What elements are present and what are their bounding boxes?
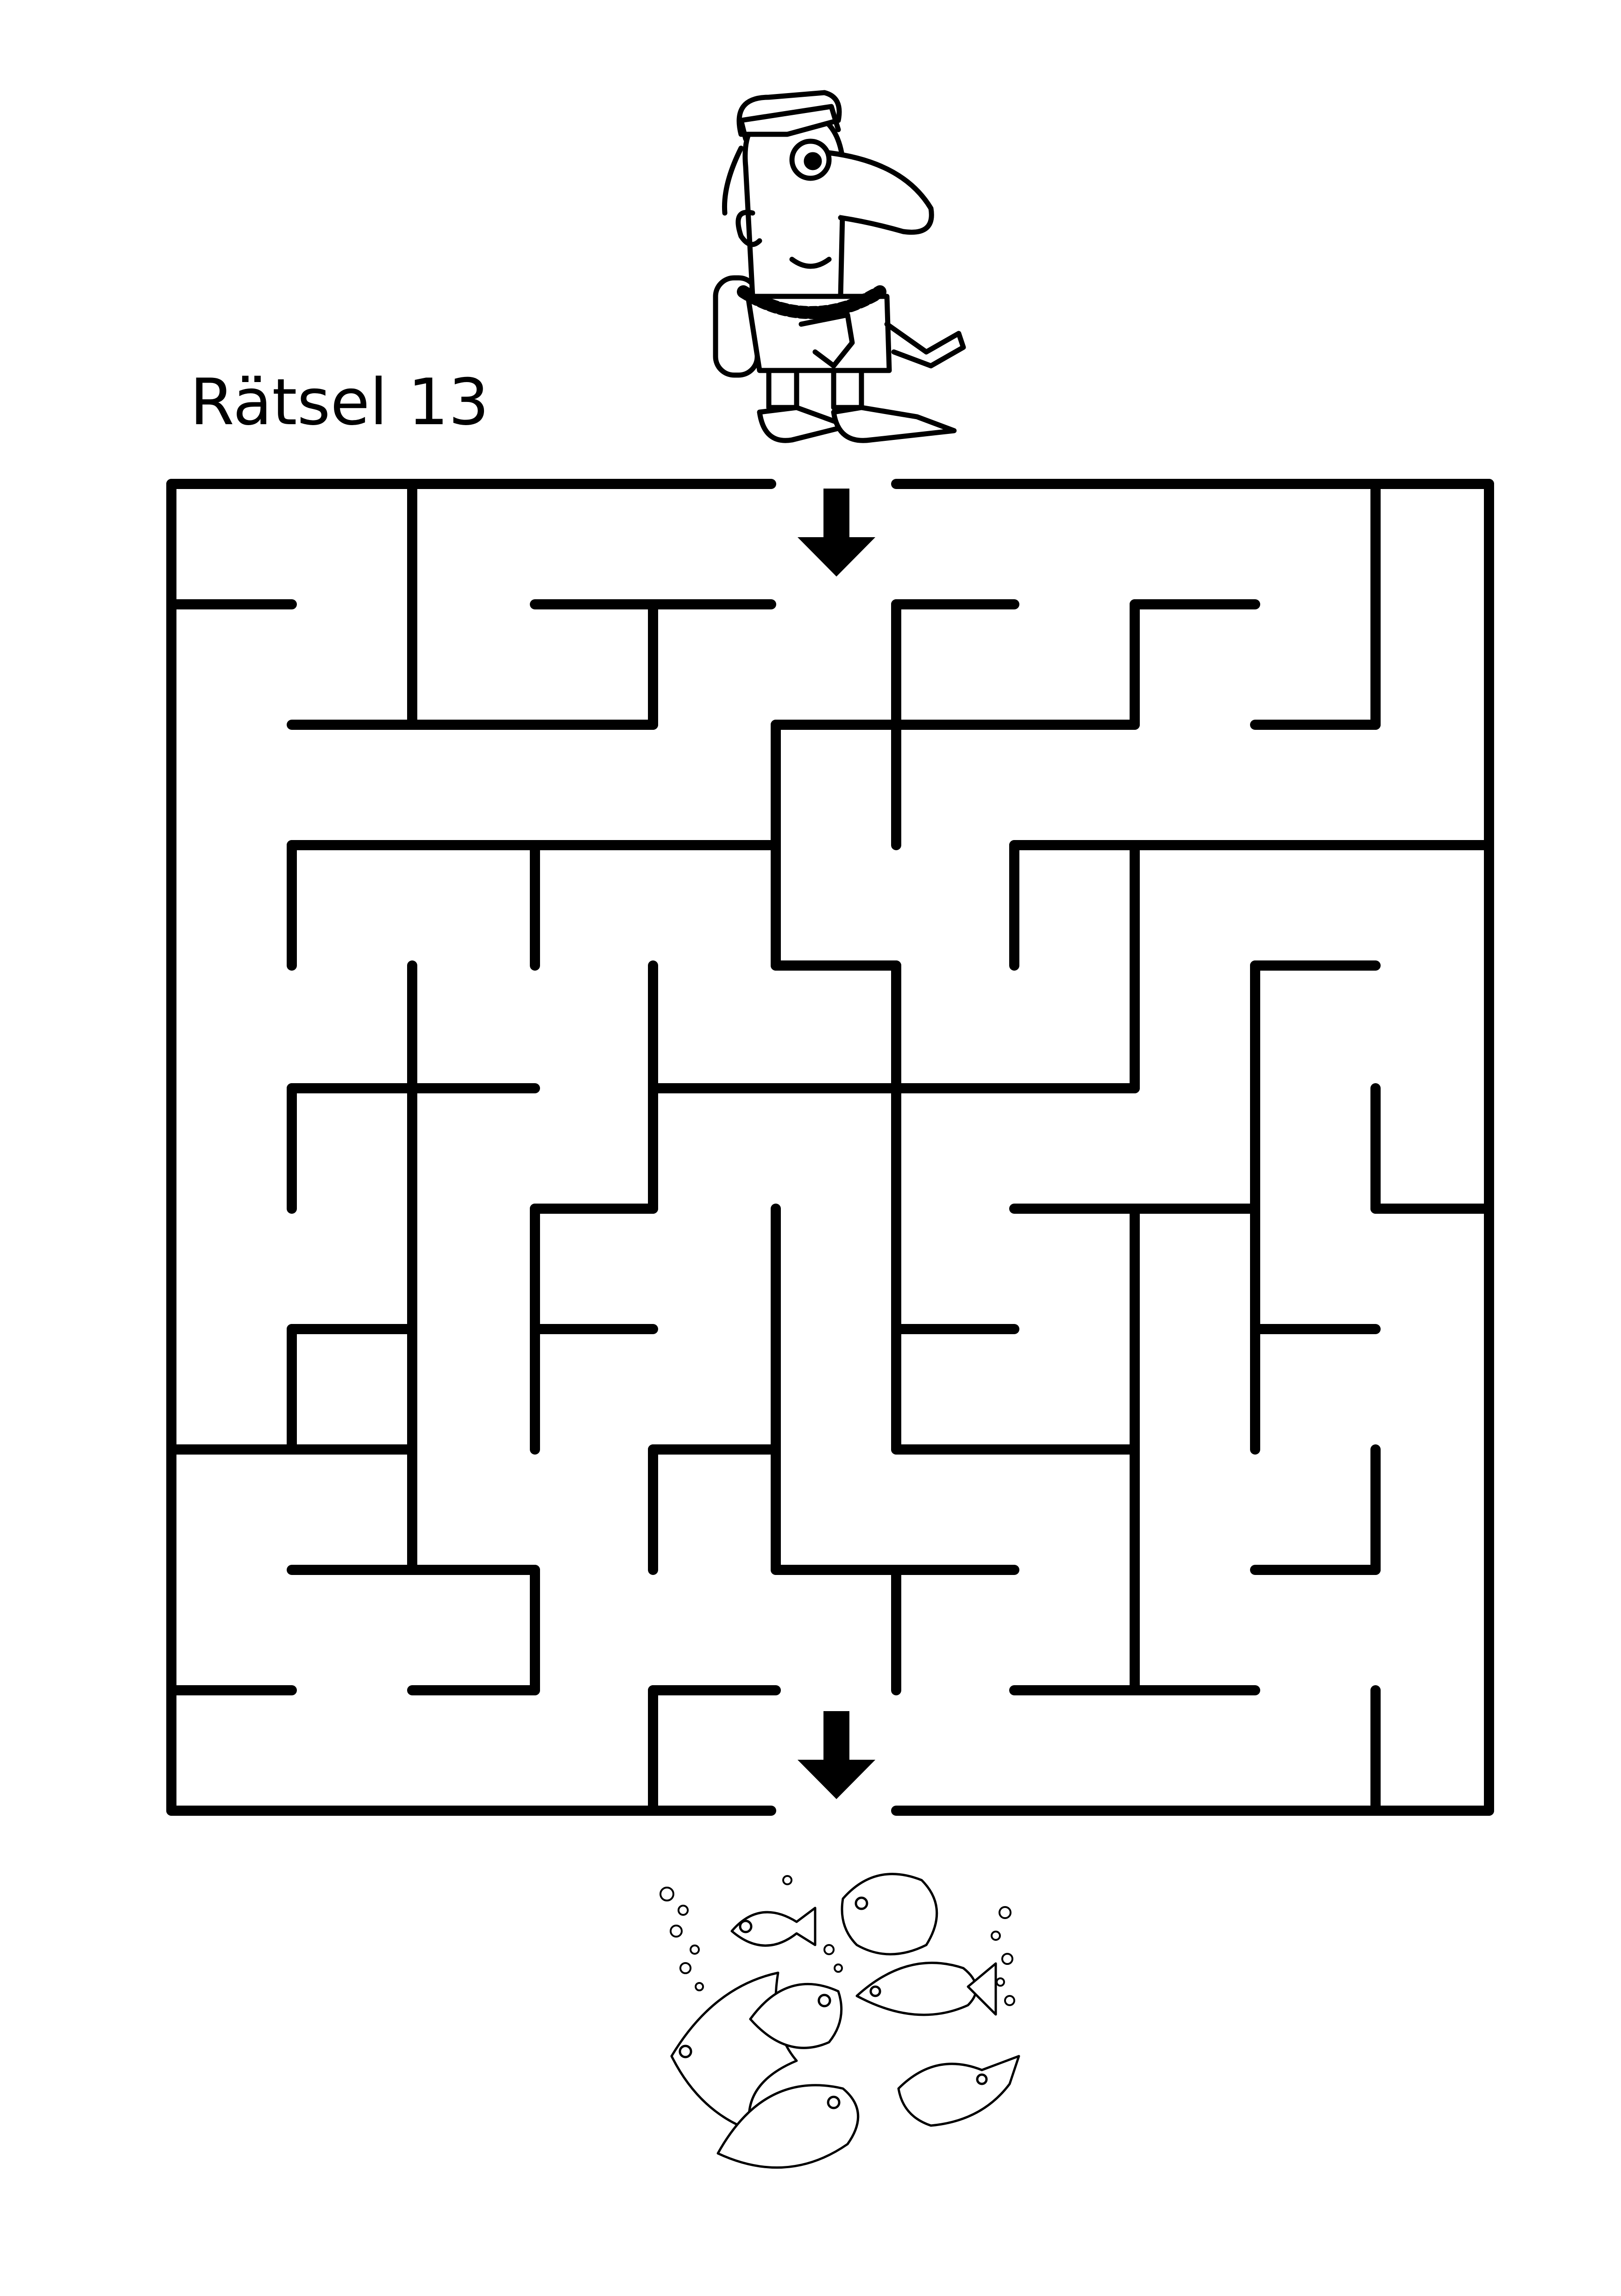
puzzle-title: Rätsel 13: [190, 365, 490, 439]
maze-walls: [166, 479, 1494, 1816]
fish-group-icon: [660, 1873, 1020, 2169]
finish-arrow-icon[interactable]: [798, 1711, 875, 1799]
start-arrow-icon[interactable]: [798, 489, 875, 577]
scuba-diver-icon: [713, 90, 966, 443]
